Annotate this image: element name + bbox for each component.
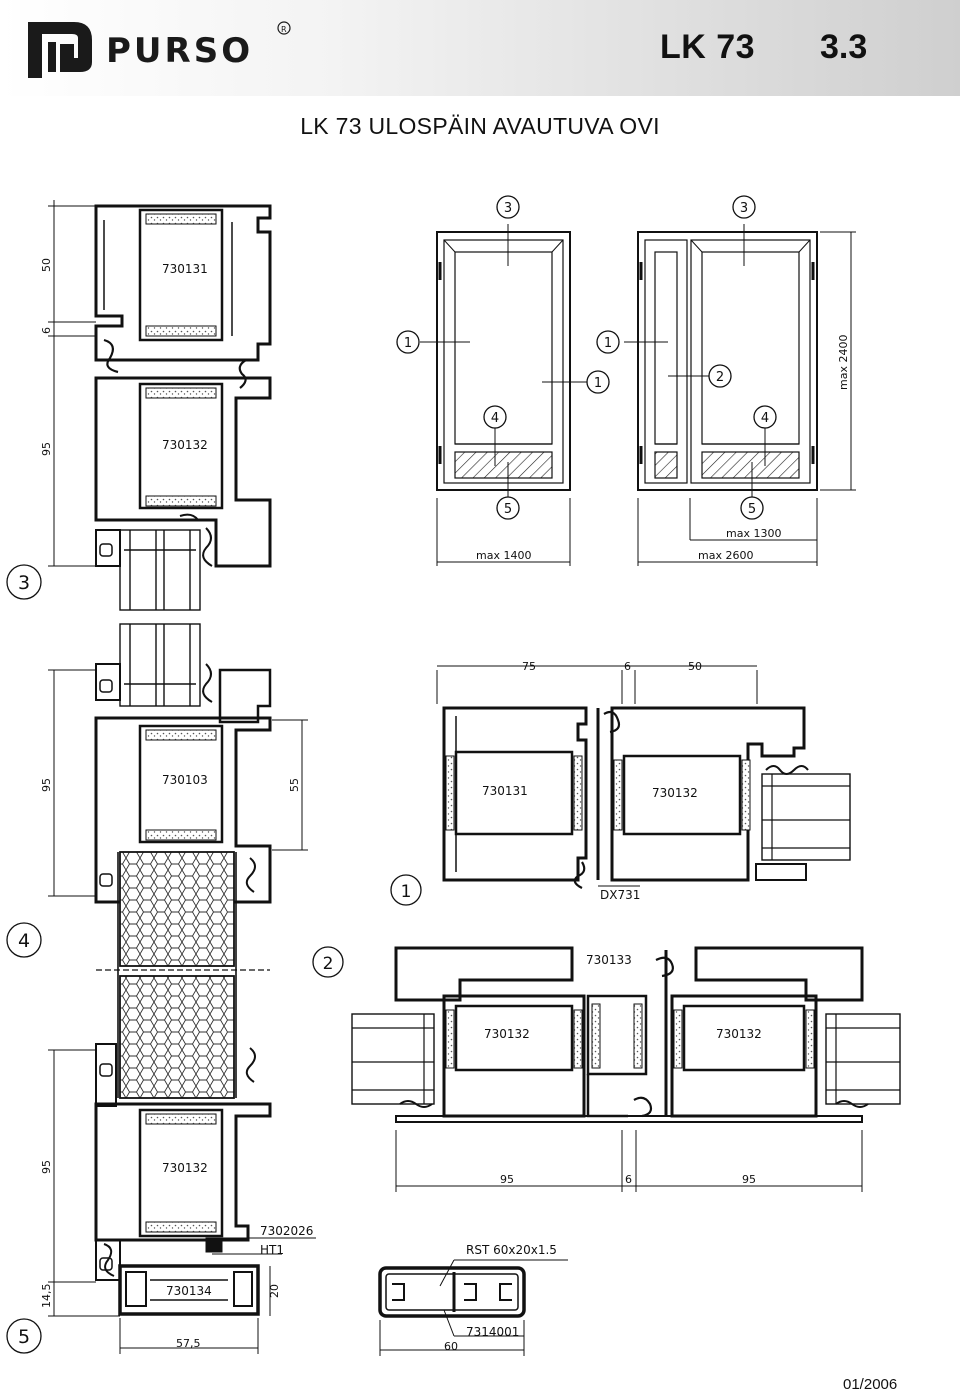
label-730133: 730133 (586, 953, 632, 967)
vertical-section (94, 204, 272, 1316)
horizontal-section-1 (436, 665, 851, 889)
callout-5-single: 5 (504, 502, 512, 517)
dim-55-vertical: 55 (288, 778, 301, 792)
section-marker-5-circle (6, 1318, 42, 1354)
label-7314001: 7314001 (466, 1325, 519, 1339)
callout-4-single: 4 (491, 411, 499, 426)
label-730134: 730134 (166, 1284, 212, 1298)
page-title: LK 73 ULOSPÄIN AVAUTUVA OVI (300, 113, 660, 139)
dim-6-vertical: 6 (40, 327, 53, 334)
glazing-unit-lower (95, 623, 272, 724)
dim-max-2400: max 2400 (837, 335, 850, 390)
brand-wordmark: PURSO (106, 31, 253, 71)
label-730131-vertical: 730131 (162, 262, 208, 276)
section-markers (6, 195, 777, 1354)
dim-50-horizontal: 50 (688, 660, 702, 673)
profile-730134-section (118, 1264, 260, 1316)
dim-95-horizontal-right: 95 (742, 1173, 756, 1186)
callout-1-single: 1 (404, 336, 412, 351)
section-marker-2: 2 (323, 954, 334, 974)
rst-tube-section (378, 1259, 568, 1356)
callout-1-double: 1 (604, 336, 612, 351)
honeycomb-panel (95, 851, 270, 1107)
section-marker-5: 5 (18, 1326, 30, 1348)
dim-75: 75 (522, 660, 536, 673)
dim-20-vertical: 20 (268, 1284, 281, 1298)
section-marker-4-circle (6, 922, 42, 958)
dim-60: 60 (444, 1340, 458, 1353)
section-marker-1: 1 (401, 882, 412, 902)
glazing-unit-upper (119, 529, 201, 611)
single-door-elevation (420, 224, 590, 566)
label-7302026: 7302026 (260, 1224, 313, 1238)
label-730132-section2-left: 730132 (484, 1027, 530, 1041)
section-marker-2-circle (312, 946, 344, 978)
left-dimensions (48, 200, 316, 1354)
profile-730132-upper-section (94, 338, 272, 568)
callout-3-double: 3 (740, 201, 748, 216)
callout-4-double: 4 (761, 411, 769, 426)
header-band (0, 0, 960, 96)
label-730132-horizontal: 730132 (652, 786, 698, 800)
dim-50-vertical: 50 (40, 258, 53, 272)
section-marker-3-circle (6, 564, 42, 600)
callout-5-double: 5 (748, 502, 756, 517)
label-730132-section2-right: 730132 (716, 1027, 762, 1041)
label-ht1: HT1 (260, 1243, 284, 1257)
dim-max-1400: max 1400 (476, 549, 531, 562)
dim-max-1300: max 1300 (726, 527, 781, 540)
dim-95-vertical-upper: 95 (40, 442, 53, 456)
header-model: LK 73 (660, 28, 756, 66)
profile-730132-lower-section (94, 1102, 272, 1281)
dim-6-horizontal: 6 (624, 660, 631, 673)
label-rst-tube: RST 60x20x1.5 (466, 1243, 557, 1257)
label-dx731: DX731 (600, 888, 640, 902)
section-marker-4: 4 (18, 930, 30, 952)
dim-max-2600: max 2600 (698, 549, 753, 562)
callout-1-single-b: 1 (594, 376, 602, 391)
callout-3-single: 3 (504, 201, 512, 216)
label-730132-vertical-upper: 730132 (162, 438, 208, 452)
purso-logo-graphic: PURSO R (28, 21, 291, 78)
label-730103: 730103 (162, 773, 208, 787)
section-marker-3: 3 (18, 572, 30, 594)
profile-730131-section (94, 204, 272, 362)
callout-2-double: 2 (716, 370, 724, 385)
section-marker-1-circle (390, 874, 422, 906)
label-730131-horizontal: 730131 (482, 784, 528, 798)
dim-14-5-vertical: 14,5 (40, 1284, 53, 1309)
footer-date: 01/2006 (843, 1376, 898, 1393)
horizontal-section-2 (351, 946, 901, 1192)
header-page-number: 3.3 (820, 28, 868, 66)
dim-57-5: 57,5 (176, 1337, 201, 1350)
double-door-elevation (624, 224, 856, 566)
dim-95-horizontal-left: 95 (500, 1173, 514, 1186)
dim-6-horizontal-lower: 6 (625, 1173, 632, 1186)
dim-95-vertical-lower: 95 (40, 1160, 53, 1174)
dim-95-vertical-mid: 95 (40, 778, 53, 792)
purso-logo: PURSO R (22, 14, 312, 87)
label-730132-vertical-lower: 730132 (162, 1161, 208, 1175)
registered-mark: R (281, 25, 287, 34)
